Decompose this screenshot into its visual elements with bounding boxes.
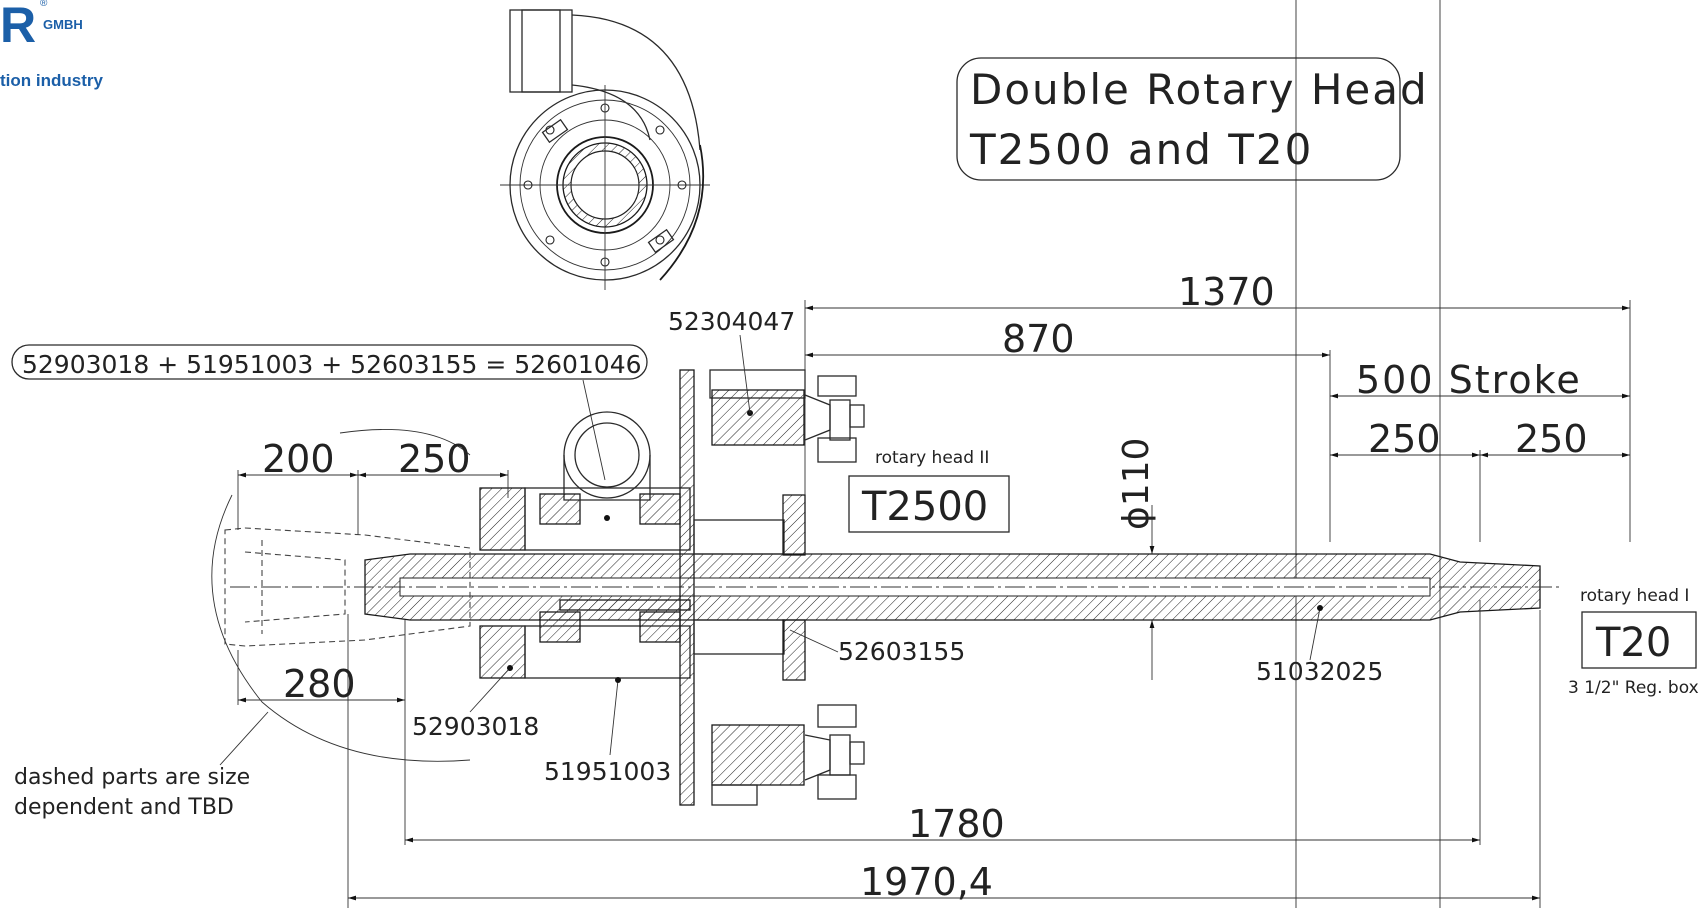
motor-mount-upper — [709, 369, 865, 463]
top-view — [500, 9, 710, 290]
rotary-head-2-body — [479, 369, 806, 806]
rotary-head-1-connection: 3 1/2" Reg. box — [1568, 678, 1699, 698]
rotary-head-2-label: rotary head II — [875, 448, 989, 468]
dim-250-c: 250 — [398, 437, 471, 481]
logo-registered-mark: ® — [40, 0, 48, 9]
part-52603155: 52603155 — [838, 637, 965, 666]
dim-1970-4: 1970,4 — [860, 860, 993, 904]
logo-tagline: tion industry — [0, 71, 103, 90]
dim-280: 280 — [283, 662, 356, 706]
drill-rod — [230, 553, 1560, 621]
dashed-parts-note: dashed parts are size dependent and TBD — [14, 711, 269, 820]
title-box: Double Rotary Head T2500 and T20 — [956, 57, 1429, 181]
title-line-1: Double Rotary Head — [970, 65, 1429, 114]
dim-250-b: 250 — [1515, 417, 1588, 461]
dimension-labels: 1370 870 500 Stroke 250 250 200 250 280 … — [262, 270, 1588, 904]
motor-mount-lower — [711, 704, 865, 806]
part-52304047: 52304047 — [668, 307, 795, 336]
note-line-1: dashed parts are size — [14, 765, 250, 790]
dim-diameter-110: ϕ110 — [1116, 438, 1157, 530]
dim-250-a: 250 — [1368, 417, 1441, 461]
rotary-head-1-label: rotary head I — [1580, 586, 1689, 606]
part-52903018: 52903018 — [412, 712, 539, 741]
note-line-2: dependent and TBD — [14, 795, 234, 820]
rotary-head-2-model: T2500 — [861, 484, 988, 530]
part-51032025: 51032025 — [1256, 657, 1383, 686]
formula-box: 52903018 + 51951003 + 52603155 = 5260104… — [11, 344, 648, 481]
rotary-head-1-tag: rotary head I T20 3 1/2" Reg. box — [1568, 586, 1699, 698]
dim-1370: 1370 — [1178, 270, 1275, 314]
dimension-lines — [237, 300, 1631, 908]
dim-200: 200 — [262, 437, 335, 481]
rotary-head-2-tag: rotary head II T2500 — [848, 448, 1010, 533]
formula-text: 52903018 + 51951003 + 52603155 = 5260104… — [22, 350, 642, 379]
part-labels: 52304047 52603155 51032025 52903018 5195… — [412, 307, 1383, 786]
rotary-head-1-model: T20 — [1595, 620, 1671, 666]
title-line-2: T2500 and T20 — [969, 125, 1313, 174]
dim-500-stroke: 500 Stroke — [1356, 358, 1582, 402]
logo-gmbh: GMBH — [43, 17, 83, 32]
dim-870: 870 — [1002, 317, 1075, 361]
part-51951003: 51951003 — [544, 757, 671, 786]
dim-1780: 1780 — [908, 802, 1005, 846]
logo-letter: R — [0, 0, 37, 53]
